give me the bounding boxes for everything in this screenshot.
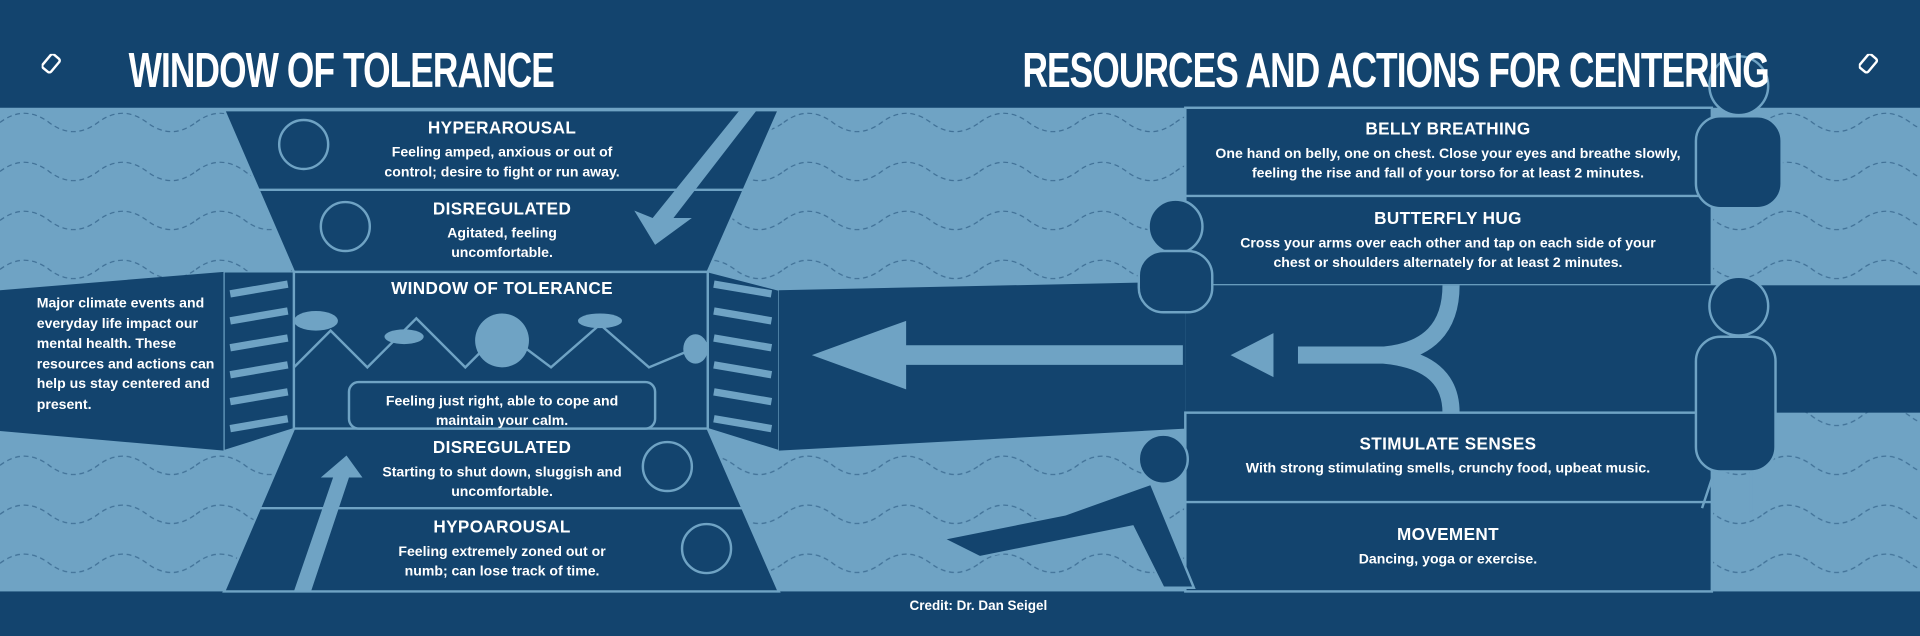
left-title: WINDOW OF TOLERANCE xyxy=(128,44,555,98)
resource-text: With strong stimulating smells, crunchy … xyxy=(1245,461,1651,477)
right-title: RESOURCES AND ACTIONS FOR CENTERING xyxy=(1022,44,1769,98)
cloud-icons xyxy=(293,311,708,364)
resource-text: Cross your arms over each other and tap … xyxy=(1240,236,1656,271)
down-arrow-icon xyxy=(634,110,757,245)
section-heading: WINDOW OF TOLERANCE xyxy=(391,277,613,298)
section-text: Starting to shut down, sluggish and unco… xyxy=(382,465,622,500)
phone-icon xyxy=(1858,52,1879,74)
section-heading: HYPERAROUSAL xyxy=(427,117,577,138)
face-icons xyxy=(277,118,733,575)
resource-belly-breathing: BELLY BREATHING One hand on belly, one o… xyxy=(1206,119,1690,184)
section-heading: DISREGULATED xyxy=(432,198,572,218)
shutter-stripes xyxy=(229,280,773,433)
credit: Credit: Dr. Dan Seigel xyxy=(909,598,1048,614)
window-section-disregulated-lower: DISREGULATED Starting to shut down, slug… xyxy=(380,437,625,502)
resource-heading: BELLY BREATHING xyxy=(1365,118,1531,139)
up-arrow-icon xyxy=(293,455,363,592)
resource-heading: STIMULATE SENSES xyxy=(1359,433,1537,454)
phone-icon xyxy=(41,52,62,74)
resource-text: Dancing, yoga or exercise. xyxy=(1358,552,1538,567)
section-text: Feeling just right, able to cope and mai… xyxy=(385,394,619,429)
window-section-hypoarousal: HYPOAROUSAL Feeling extremely zoned out … xyxy=(380,517,625,582)
section-text: Feeling amped, anxious or out of control… xyxy=(384,145,620,181)
intro-text: Major climate events and everyday life i… xyxy=(36,296,215,413)
resource-stimulate-senses: STIMULATE SENSES With strong stimulating… xyxy=(1206,433,1690,478)
section-heading: HYPOAROUSAL xyxy=(433,516,571,537)
window-section-tolerance: WINDOW OF TOLERANCE xyxy=(355,278,649,298)
window-section-tolerance-text: Feeling just right, able to cope and mai… xyxy=(380,386,625,431)
left-arrow-icon xyxy=(811,320,1183,390)
intro-panel xyxy=(0,271,225,451)
resource-text: One hand on belly, one on chest. Close y… xyxy=(1215,146,1681,182)
window-section-hyperarousal: HYPERAROUSAL Feeling amped, anxious or o… xyxy=(373,118,630,183)
resource-movement: MOVEMENT Dancing, yoga or exercise. xyxy=(1206,524,1690,569)
resource-butterfly-hug: BUTTERFLY HUG Cross your arms over each … xyxy=(1237,208,1659,273)
middle-panel xyxy=(778,281,1186,451)
resource-heading: MOVEMENT xyxy=(1396,524,1499,544)
merge-arrow-head-icon xyxy=(1230,333,1274,378)
sun-icon xyxy=(475,313,529,368)
resource-heading: BUTTERFLY HUG xyxy=(1374,208,1522,228)
window-section-disregulated-upper: DISREGULATED Agitated, feeling uncomfort… xyxy=(398,198,606,263)
people-illustrations xyxy=(939,55,1783,589)
section-text: Feeling extremely zoned out or numb; can… xyxy=(398,544,606,580)
section-heading: DISREGULATED xyxy=(432,437,572,457)
merge-arrow xyxy=(1297,285,1460,414)
section-text: Agitated, feeling uncomfortable. xyxy=(447,226,557,261)
